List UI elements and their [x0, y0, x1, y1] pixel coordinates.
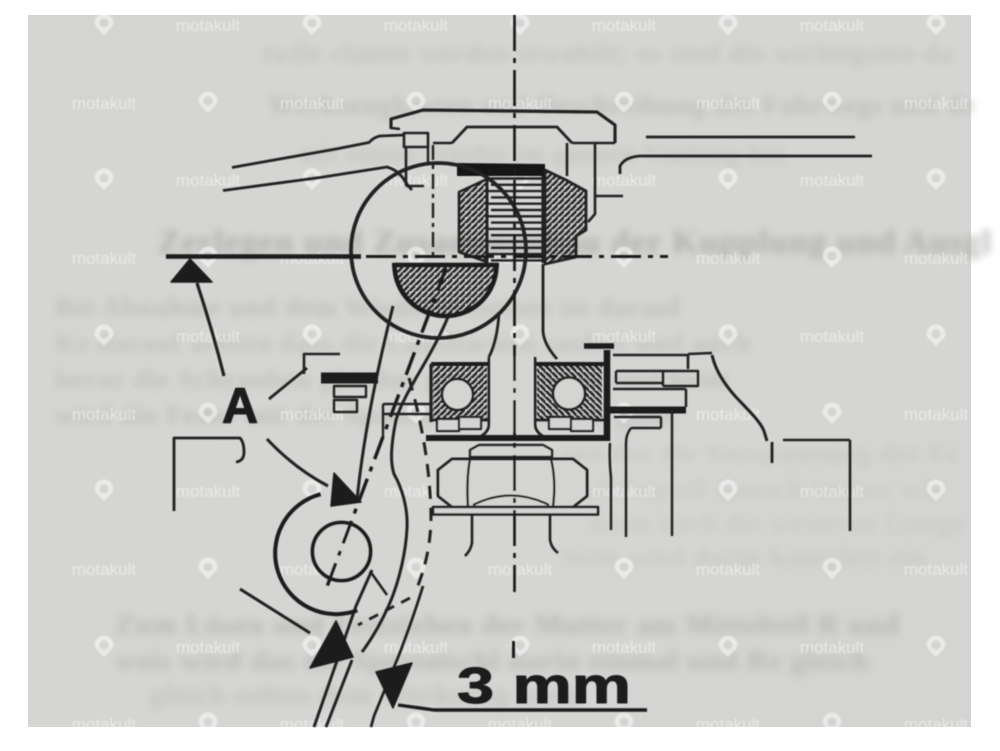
- svg-text:motakult: motakult: [488, 560, 553, 579]
- svg-text:motakult: motakult: [696, 249, 761, 268]
- svg-text:und Zugseil danach immer wie: und Zugseil danach immer wie: [560, 474, 943, 504]
- svg-text:motakult: motakult: [176, 482, 241, 501]
- svg-text:motakult: motakult: [904, 560, 969, 579]
- svg-text:motakult: motakult: [904, 715, 969, 734]
- svg-text:motakult: motakult: [592, 638, 657, 657]
- svg-text:mit einem regelm im ganzen Umf: mit einem regelm im ganzen Umfang hin: [298, 139, 787, 168]
- svg-text:motakult: motakult: [280, 94, 345, 113]
- svg-text:motakult: motakult: [176, 327, 241, 346]
- svg-text:motakult: motakult: [696, 94, 761, 113]
- svg-text:motakult: motakult: [280, 405, 345, 424]
- svg-text:motakult: motakult: [72, 560, 137, 579]
- svg-text:motakult: motakult: [592, 482, 657, 501]
- svg-text:A: A: [222, 378, 258, 434]
- svg-text:motakult: motakult: [696, 560, 761, 579]
- svg-text:motakult: motakult: [384, 16, 449, 35]
- svg-text:Seite wird darin komplett ein: Seite wird darin komplett ein: [560, 542, 927, 572]
- svg-text:motakult: motakult: [488, 715, 553, 734]
- svg-text:dann noch die weiteren Gange: dann noch die weiteren Gange: [588, 508, 965, 538]
- svg-text:motakult: motakult: [592, 16, 657, 35]
- svg-text:motakult: motakult: [384, 638, 449, 657]
- svg-text:motakult: motakult: [176, 638, 241, 657]
- svg-text:motakult: motakult: [800, 16, 865, 35]
- svg-text:motakult: motakult: [696, 405, 761, 424]
- svg-text:Zum Lösen und Festziehen der M: Zum Lösen und Festziehen der Mutter am M…: [115, 609, 900, 641]
- svg-text:3 mm: 3 mm: [457, 657, 631, 714]
- svg-text:motakult: motakult: [176, 16, 241, 35]
- svg-text:weis wird das die Spezialschl: weis wird das die Spezialschl darin einm…: [115, 645, 869, 677]
- svg-text:motakult: motakult: [904, 94, 969, 113]
- svg-text:motakult: motakult: [72, 94, 137, 113]
- svg-text:Bei Abnahme und dem Wiederaufs: Bei Abnahme und dem Wiederaufsetzen ist …: [55, 292, 682, 322]
- svg-text:motakult: motakult: [800, 327, 865, 346]
- svg-text:motakult: motakult: [72, 715, 137, 734]
- svg-text:motakult: motakult: [72, 405, 137, 424]
- svg-text:motakult: motakult: [176, 171, 241, 190]
- svg-text:gen der die Vorspannung der Fe: gen der die Vorspannung der Fe: [560, 438, 959, 468]
- svg-text:motakult: motakult: [592, 171, 657, 190]
- svg-text:gleich neben dem Werkzeug noch: gleich neben dem Werkzeug noch: [150, 680, 579, 711]
- svg-text:motakult: motakult: [800, 482, 865, 501]
- svg-text:motakult: motakult: [696, 715, 761, 734]
- svg-text:motakult: motakult: [904, 249, 969, 268]
- svg-text:motakult: motakult: [488, 94, 553, 113]
- svg-text:motakult: motakult: [800, 638, 865, 657]
- svg-text:motakult: motakult: [72, 249, 137, 268]
- svg-text:motakult: motakult: [592, 327, 657, 346]
- svg-text:motakult: motakult: [904, 405, 969, 424]
- svg-text:Ke darauf achten dass die Lauf: Ke darauf achten dass die Laufflachen sa…: [55, 328, 751, 358]
- svg-text:motakult: motakult: [800, 171, 865, 190]
- svg-text:twile clanen werden tewahilt;: twile clanen werden tewahilt; es sind di…: [262, 38, 954, 68]
